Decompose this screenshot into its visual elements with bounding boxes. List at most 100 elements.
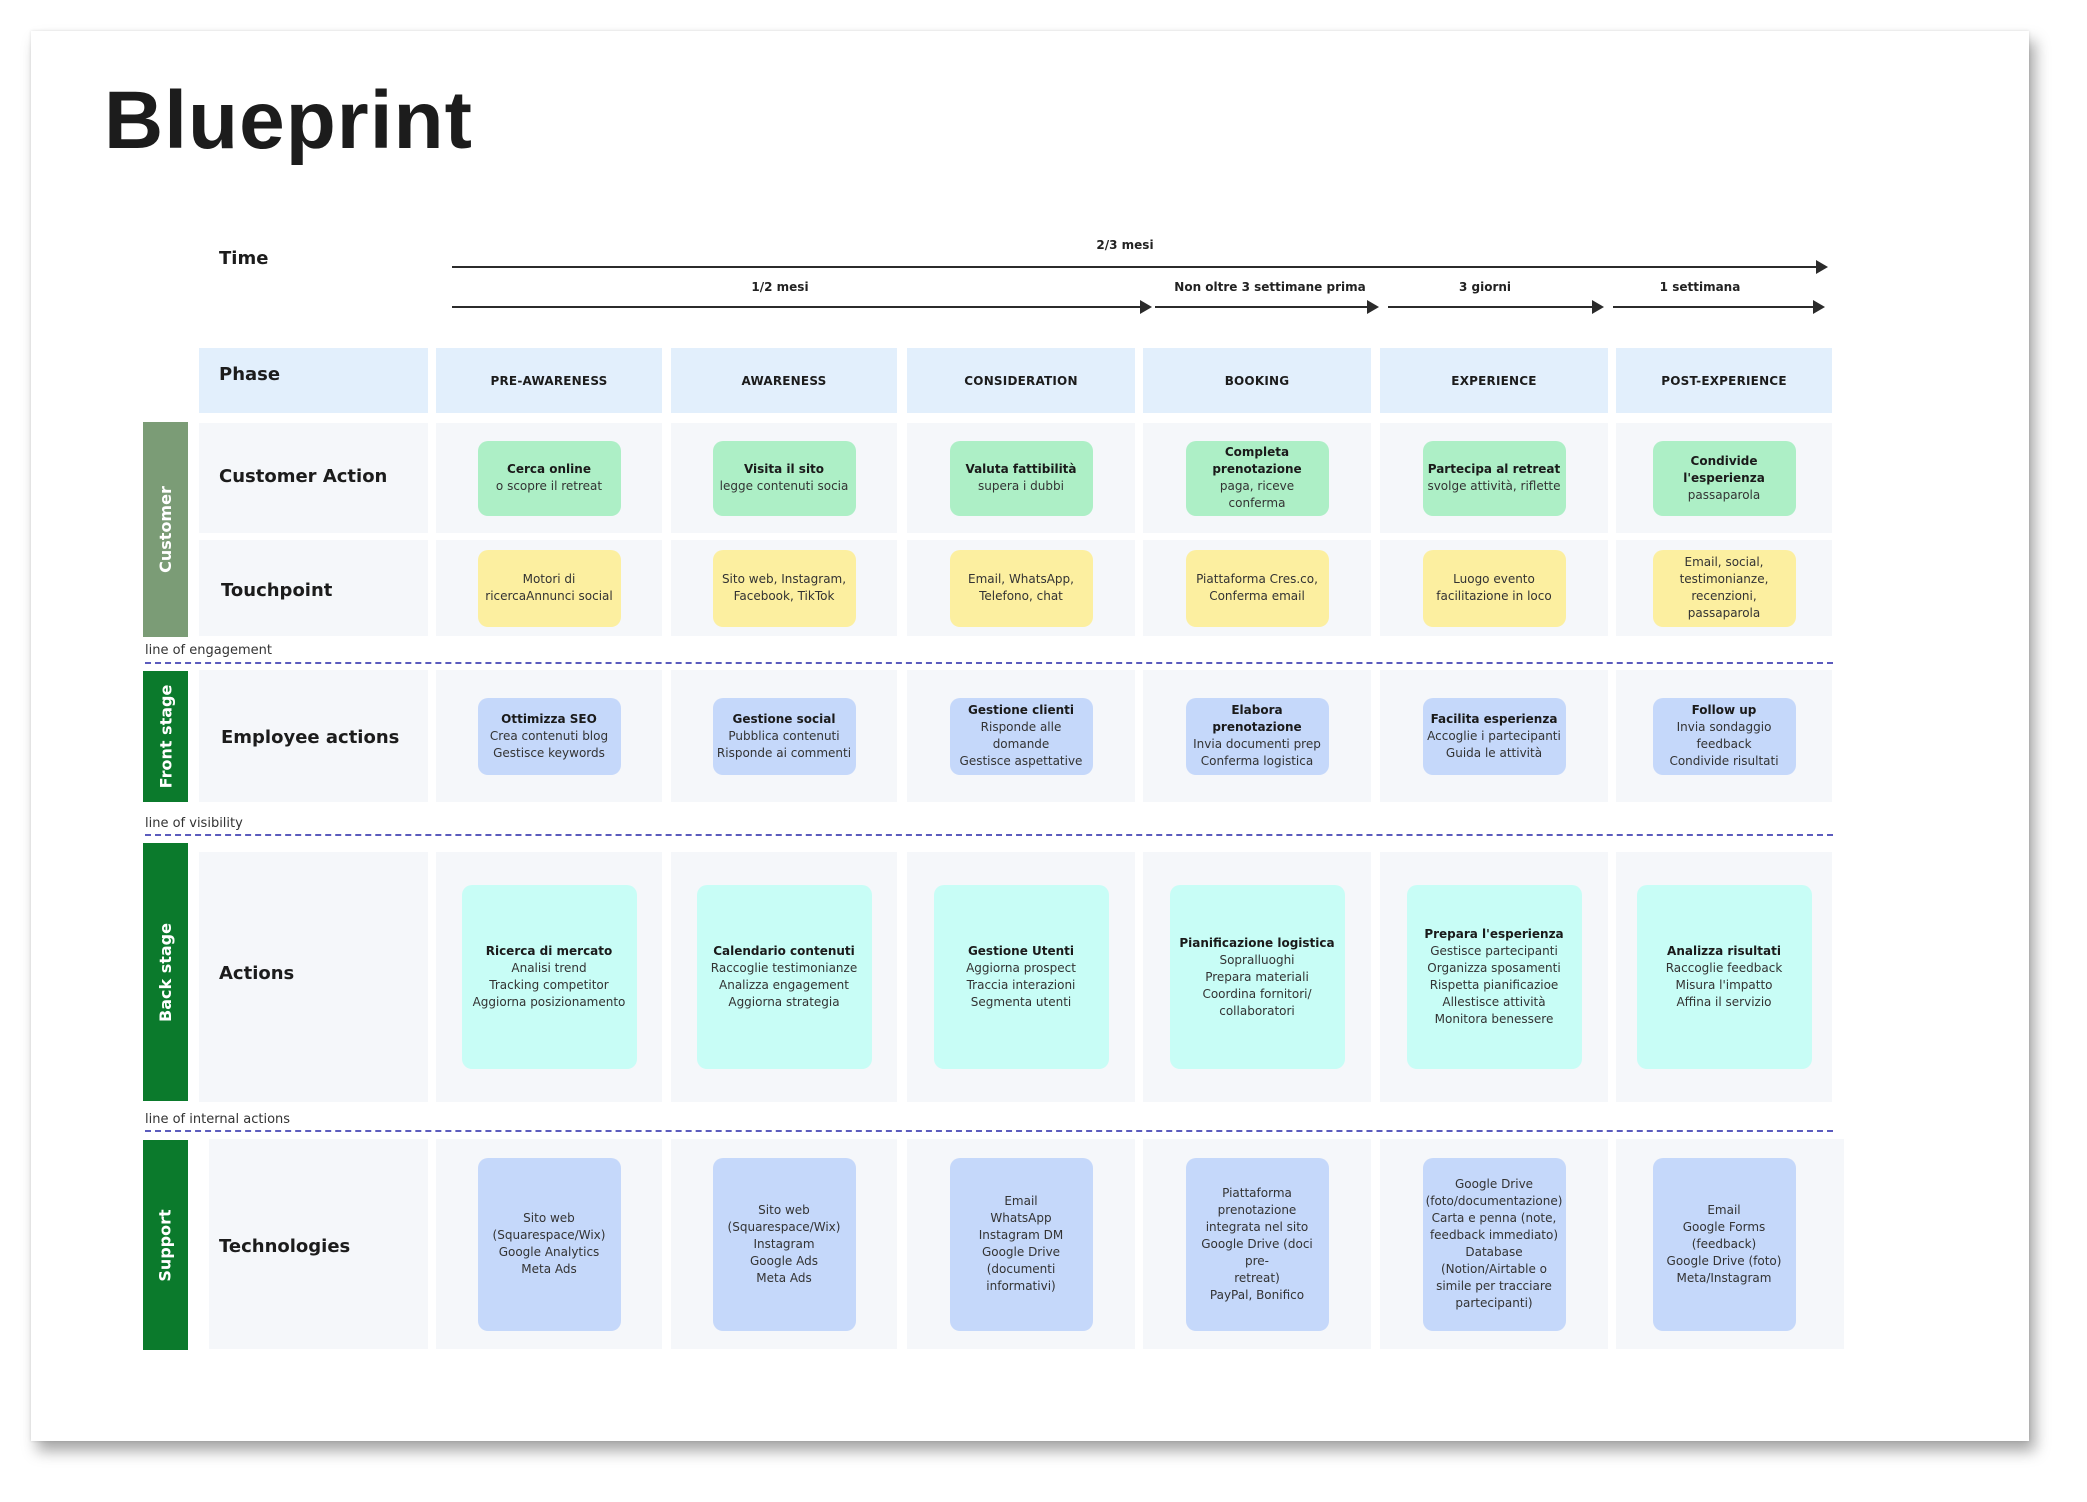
touchpoint-card-line: Facebook, TikTok [733,589,835,603]
touchpoint-card-line: Conferma email [1209,589,1305,603]
technologies-card: Google Drive(foto/documentazione)Carta e… [1422,1157,1566,1331]
touchpoint-card-line: Piattaforma Cres.co, [1196,572,1318,586]
time-span-arrow [1388,300,1604,314]
technologies-card-line: Google Ads [750,1253,818,1268]
actions-card-line: Gestisce partecipanti [1430,944,1558,958]
technologies-card-line: WhatsApp [990,1211,1052,1225]
actions-card-line: Organizza sposamenti [1427,961,1561,975]
touchpoint-card-line: Motori di [522,572,576,586]
band-support: Support [143,1140,188,1350]
touchpoint-card-line: Luogo evento [1453,572,1535,586]
employee-actions-card-line: Gestisce aspettative [959,754,1083,768]
employee-actions-card-title: Ottimizza SEO [501,711,597,726]
actions-card-line: Sopralluoghi [1219,952,1295,967]
technologies-card-line: (feedback) [1691,1236,1757,1251]
technologies-card-line: informativi) [986,1279,1056,1293]
phase-header: POST-EXPERIENCE [1616,348,1832,413]
actions-card-title: Analizza risultati [1667,944,1781,958]
employee-actions-card-title: Facilita esperienza [1430,711,1558,726]
time-label: Time [219,248,269,269]
customer-action-card: Visita il sito legge contenuti socia [712,440,856,516]
touchpoint-card-line: facilitazione in loco [1436,589,1552,603]
employee-actions-label: Employee actions [221,727,400,748]
time-total-arrow [452,260,1828,274]
technologies-card-line: Meta Ads [756,1270,812,1285]
touchpoint-card-line: Email, WhatsApp, [968,572,1074,586]
phase-header: EXPERIENCE [1380,348,1608,413]
technologies-card-line: (Squarespace/Wix) [727,1219,841,1234]
customer-action-card-line: supera i dubbi [978,479,1064,493]
technologies-card-line: Carta e penna (note, [1431,1211,1557,1225]
touchpoint-card-line: Email, social, [1684,555,1764,569]
actions-card-line: Segmenta utenti [970,995,1072,1009]
employee-actions-card-line: Pubblica contenuti [728,728,840,743]
time-span-label: Non oltre 3 settimane prima [1174,280,1366,294]
touchpoint-card: Luogo evento facilitazione in loco [1422,549,1566,627]
actions-card-line: Allestisce attività [1442,995,1546,1009]
actions-card-line: Aggiorna prospect [966,961,1076,975]
time-span-arrow [452,300,1152,314]
time-span-arrow [1155,300,1379,314]
actions-card-line: Analizza engagement [719,978,849,992]
employee-actions-card-line: feedback [1696,737,1752,751]
actions-card-line: Analisi trend [511,961,587,975]
time-span-label: 1 settimana [1659,280,1741,294]
technologies-card-line: partecipanti) [1455,1296,1533,1310]
employee-actions-card-title: Gestione social [732,711,836,726]
employee-actions-card-title: Follow up [1691,703,1757,717]
technologies-card-line: Google Drive [981,1245,1061,1259]
employee-actions-card-title: Elabora prenotazione [1212,703,1302,734]
customer-action-card-title: Completa prenotazione [1212,445,1302,476]
touchpoint-card-line: Sito web, Instagram, [721,572,847,586]
actions-card-line: Misura l'impatto [1675,978,1773,992]
actions-card-line: Traccia interazioni [966,978,1076,992]
technologies-card-line: Meta/Instagram [1676,1270,1772,1285]
actions-card-line: Raccoglie feedback [1665,961,1783,975]
touchpoint-card: Email, social,testimonianze,recenzioni, … [1652,549,1796,627]
employee-actions-card-line: Guida le attività [1445,745,1543,760]
band-front-stage-label: Front stage [156,684,176,789]
time-span-label: 1/2 mesi [751,280,809,294]
technologies-card: Sito web(Squarespace/Wix)Google Analytic… [477,1157,621,1331]
technologies-card-line: Email [1707,1202,1741,1217]
touchpoint-label: Touchpoint [221,580,333,601]
customer-action-card-line: legge contenuti socia [719,479,849,493]
phase-header: PRE-AWARENESS [436,348,662,413]
customer-action-card-title: Partecipa al retreat [1427,462,1561,476]
line-of-visibility-label: line of visibility [145,816,243,831]
touchpoint-card: Piattaforma Cres.co, Conferma email [1185,549,1329,627]
phase-label: Phase [219,364,281,385]
actions-card-line: Prepara materiali [1205,969,1309,984]
phase-header: AWARENESS [671,348,897,413]
band-customer: Customer [143,422,188,637]
actions-card-line: Aggiorna strategia [728,995,840,1009]
actions-card-line: Monitora benessere [1434,1012,1554,1026]
employee-actions-card-line: Condivide risultati [1669,754,1779,768]
actions-card-title: Gestione Utenti [967,944,1075,958]
touchpoint-label-cell [199,540,428,636]
technologies-card-line: integrata nel sito [1205,1219,1309,1234]
technologies-card-line: Email [1004,1194,1038,1208]
actions-card-line: Affina il servizio [1676,995,1772,1009]
band-support-label: Support [156,1208,176,1282]
technologies-card-line: Piattaforma [1222,1185,1292,1200]
line-of-visibility [145,834,1833,836]
actions-card-title: Pianificazione logistica [1179,935,1335,950]
employee-actions-card-line: Gestisce keywords [493,745,605,760]
employee-actions-card-line: Conferma logistica [1200,754,1314,768]
technologies-card-line: (Squarespace/Wix) [492,1228,606,1242]
customer-action-card-title: Visita il sito [743,462,825,476]
